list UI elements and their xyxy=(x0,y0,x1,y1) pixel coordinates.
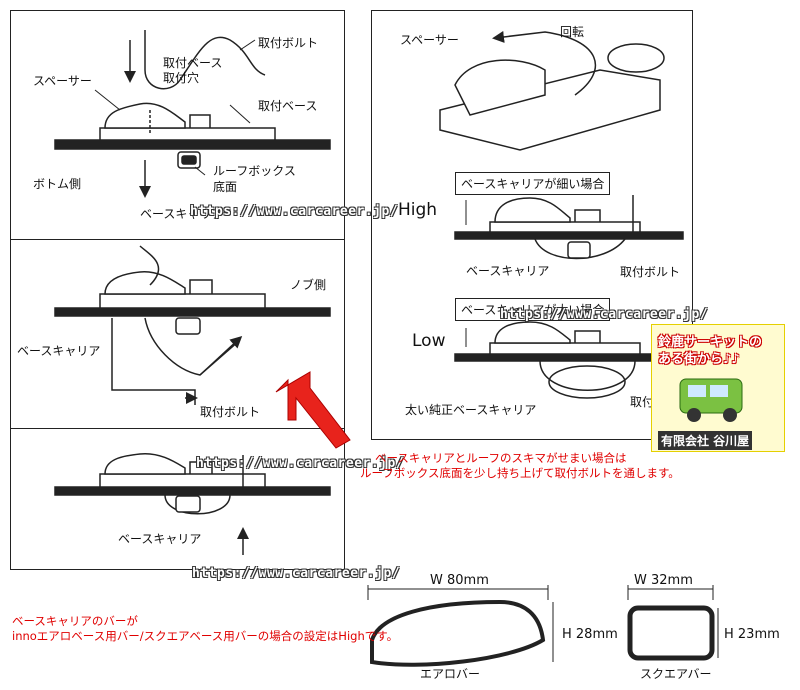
step2-knob-side-label: ノブ側 xyxy=(290,278,327,292)
step1-bottom-side-label: ボトム側 xyxy=(33,177,82,191)
aero-height-label: H 28mm xyxy=(562,627,618,642)
setting-note-line2: innoエアロベース用バー/スクエアベース用バーの場合の設定はHighです。 xyxy=(12,629,399,643)
right-bolt-label: 取付ボルト xyxy=(620,265,681,279)
step2-carrier-label: ベースキャリア xyxy=(17,344,101,358)
right-carrier-label: ベースキャリア xyxy=(466,264,550,278)
gap-note-line1: ベースキャリアとルーフのスキマがせまい場合は xyxy=(375,451,627,465)
step3-carrier-label: ベースキャリア xyxy=(118,532,202,546)
step3-drawing xyxy=(54,453,331,555)
thick-carrier-label: 太い純正ベースキャリア xyxy=(405,403,537,417)
step1-base-hole-label-1: 取付ベース xyxy=(163,56,223,70)
red-arrow-icon xyxy=(275,371,351,449)
high-label: High xyxy=(398,200,438,220)
square-width-label: W 32mm xyxy=(634,573,693,588)
watermark-1: https://www.carcareer.jp/ xyxy=(190,204,399,219)
setting-note-line1: ベースキャリアのバーが xyxy=(12,614,138,628)
step1-carrier-label: ベースキャリア xyxy=(140,207,224,221)
step1-roofbox-label-1: ルーフボックス xyxy=(213,164,296,178)
square-name-label: スクエアバー xyxy=(640,667,712,681)
step2-bolt-label: 取付ボルト xyxy=(200,405,261,419)
step1-spacer-label: スペーサー xyxy=(33,74,92,88)
thin-carrier-title: ベースキャリアが細い場合 xyxy=(455,172,611,195)
step1-drawing xyxy=(54,30,331,198)
right-spacer-label: スペーサー xyxy=(400,33,459,47)
step1-bolt-label: 取付ボルト xyxy=(258,36,319,50)
low-label: Low xyxy=(412,331,446,351)
watermark-4: https://www.carcareer.jp/ xyxy=(192,566,401,581)
car-icon xyxy=(679,378,743,422)
thick-carrier-title: ベースキャリアが太い場合 xyxy=(455,298,611,321)
watermark-3: https://www.carcareer.jp/ xyxy=(196,456,405,471)
aero-bar-profile xyxy=(367,585,554,667)
step1-base-label: 取付ベース xyxy=(258,99,318,113)
square-height-label: H 23mm xyxy=(724,627,780,642)
shop-line1: 鈴鹿サーキットの xyxy=(658,335,763,350)
right-drawing xyxy=(439,30,684,399)
shop-name: 有限会社 谷川屋 xyxy=(658,431,753,450)
step1-roofbox-label-2: 底面 xyxy=(213,180,238,194)
shop-line2: ある街から♪♪ xyxy=(658,352,740,367)
step1-base-hole-label-2: 取付穴 xyxy=(163,71,200,85)
aero-name-label: エアロバー xyxy=(420,667,481,681)
right-rotate-label: 回転 xyxy=(560,25,585,39)
aero-width-label: W 80mm xyxy=(430,573,489,588)
square-bar-profile xyxy=(627,585,719,661)
gap-note-line2: ルーフボックス底面を少し持ち上げて取付ボルトを通します。 xyxy=(360,466,680,480)
shop-badge: 鈴鹿サーキットの ある街から♪♪ 有限会社 谷川屋 xyxy=(651,324,785,452)
step2-drawing xyxy=(54,245,331,405)
watermark-2: https://www.carcareer.jp/ xyxy=(500,307,709,322)
